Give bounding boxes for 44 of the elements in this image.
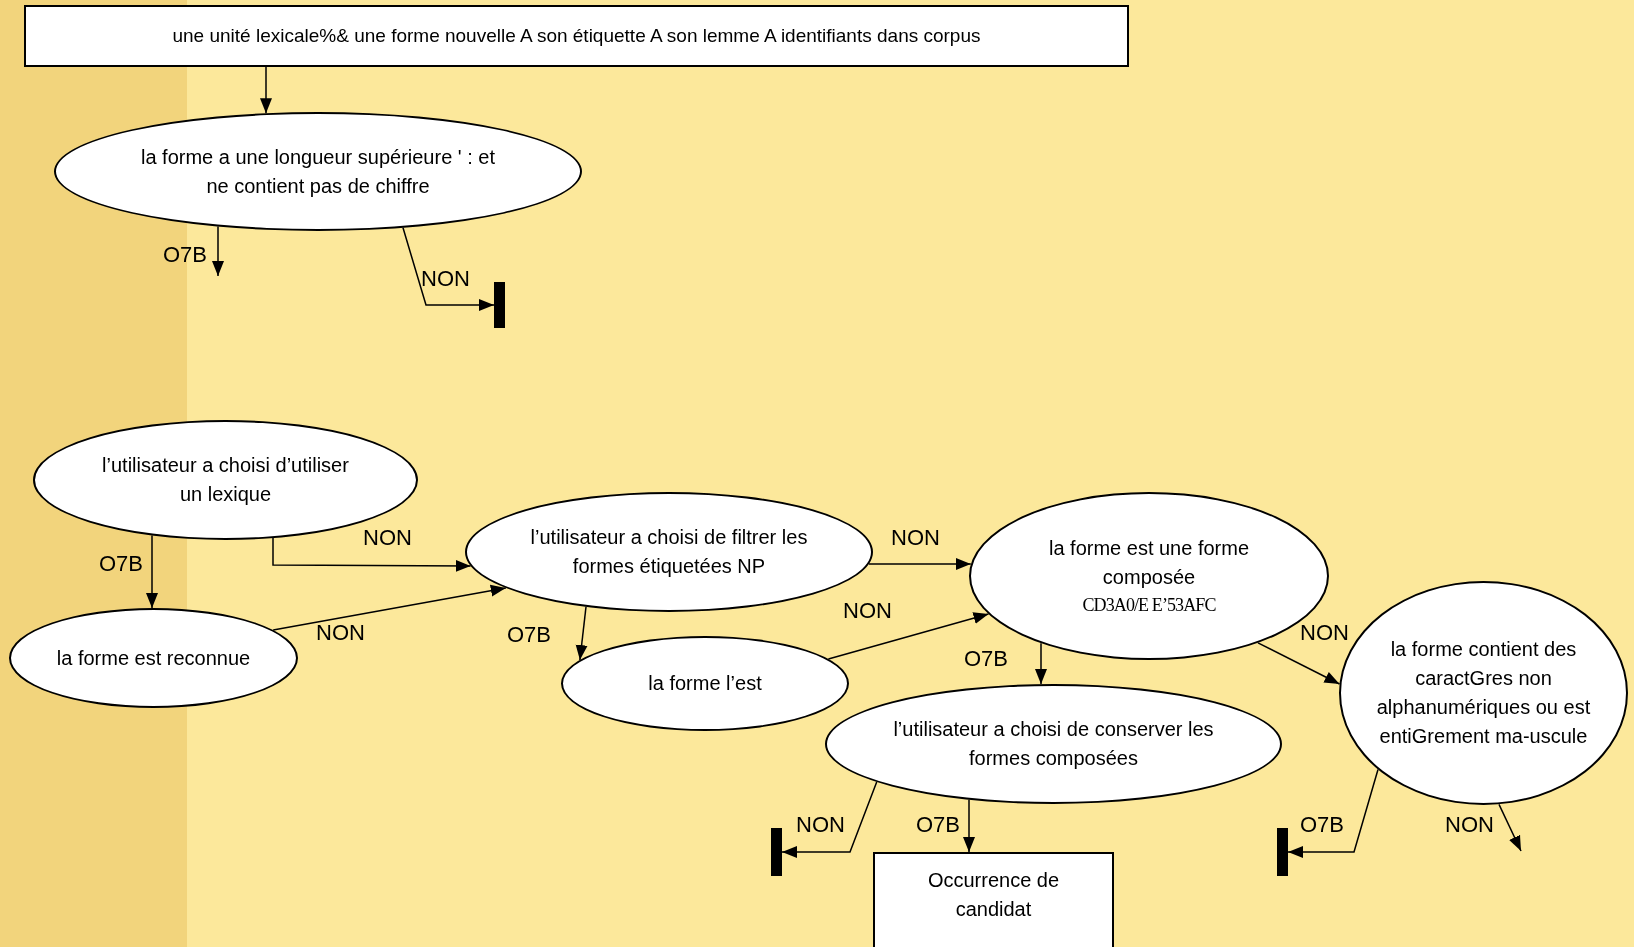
arrow [868,558,972,570]
edge-label: NON [316,622,365,644]
node-text: l’utilisateur a choisi d’utiliser un lexique [101,453,350,507]
edge-label: O7B [163,244,208,266]
edge-label: NON [1445,814,1494,836]
arrow [963,798,975,853]
arrow [1287,768,1379,858]
edge-label: O7B [964,648,1009,670]
end-bar [1277,828,1288,876]
node-text: l’utilisateur a choisi de filtrer les formes étiquetées NP [529,525,809,579]
arrow [260,66,272,114]
node-text: la forme a une longueur supérieure ' : et ne contient pas de chiffre [139,144,496,199]
process-box [873,852,1114,947]
edge-label: NON [421,268,470,290]
arrow [575,606,588,661]
end-bar [771,828,782,876]
arrow [1498,803,1522,852]
edge-label: NON [1300,622,1349,644]
arrow [272,584,507,631]
node-text: la forme est reconnue [56,645,251,671]
node-text: une unité lexicale%& une forme nouvelle A son étiquette A son lemme A identifiants dans corpus [172,24,981,49]
edge-label: O7B [1300,814,1345,836]
node-text: CD3A0/E E’53AFC [1082,593,1216,617]
edge-label: NON [843,600,892,622]
node-text: la forme l’est [648,671,762,696]
arrow [1257,642,1341,685]
arrow [781,781,878,858]
edge-label: NON [891,527,940,549]
node-text: Occurrence de candidat [926,868,1061,922]
arrow [272,537,472,572]
node-text: la forme contient des caractGres non alphanumériques ou est entiGrement ma-uscule [1375,637,1592,749]
process-box [24,5,1129,67]
edge-label: O7B [99,553,144,575]
edge-label: O7B [507,624,552,646]
node-text: l’utilisateur a choisi de conserver les formes composées [892,717,1215,771]
node-text: la forme est une forme composée [1047,535,1251,590]
edge-label: NON [796,814,845,836]
edge-label: O7B [916,814,961,836]
edge-label: NON [363,527,412,549]
arrow [212,225,224,277]
arrow [146,534,158,609]
end-bar [494,282,505,328]
arrow [1035,642,1047,685]
arrow [827,612,990,660]
